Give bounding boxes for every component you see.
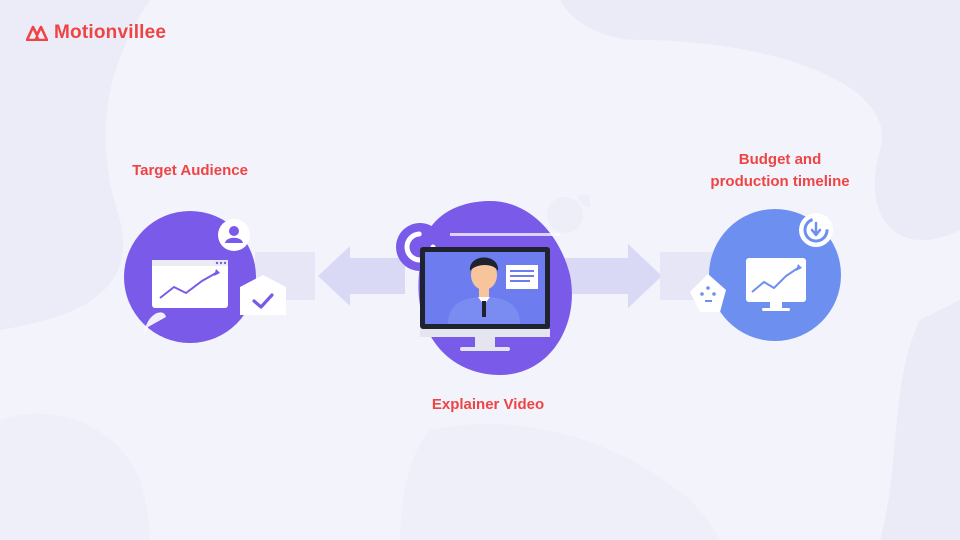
logo-icon [26, 25, 48, 41]
target-audience-node [124, 211, 286, 343]
label-budget-timeline: Budget and production timeline [690, 149, 870, 193]
brand-logo[interactable]: Motionvillee [26, 22, 166, 44]
person-icon [448, 257, 520, 324]
label-explainer-video: Explainer Video [431, 396, 545, 413]
text-lines-icon [506, 265, 538, 289]
user-icon [218, 219, 250, 251]
budget-timeline-node [690, 209, 841, 341]
left-arrow [318, 246, 405, 306]
right-arrow [545, 244, 662, 308]
chart-monitor-icon [152, 260, 228, 308]
download-icon [799, 213, 833, 247]
label-target-audience: Target Audience [132, 162, 248, 179]
explainer-video-node [396, 195, 590, 375]
brand-name: Motionvillee [54, 22, 167, 43]
chart-monitor-icon [746, 258, 806, 311]
label-budget-line1: Budget and [738, 151, 822, 168]
label-budget-line2: production timeline [710, 173, 850, 190]
pie-piece-icon [144, 312, 166, 335]
chat-bubble-icon [690, 274, 726, 312]
check-icon [240, 275, 286, 315]
